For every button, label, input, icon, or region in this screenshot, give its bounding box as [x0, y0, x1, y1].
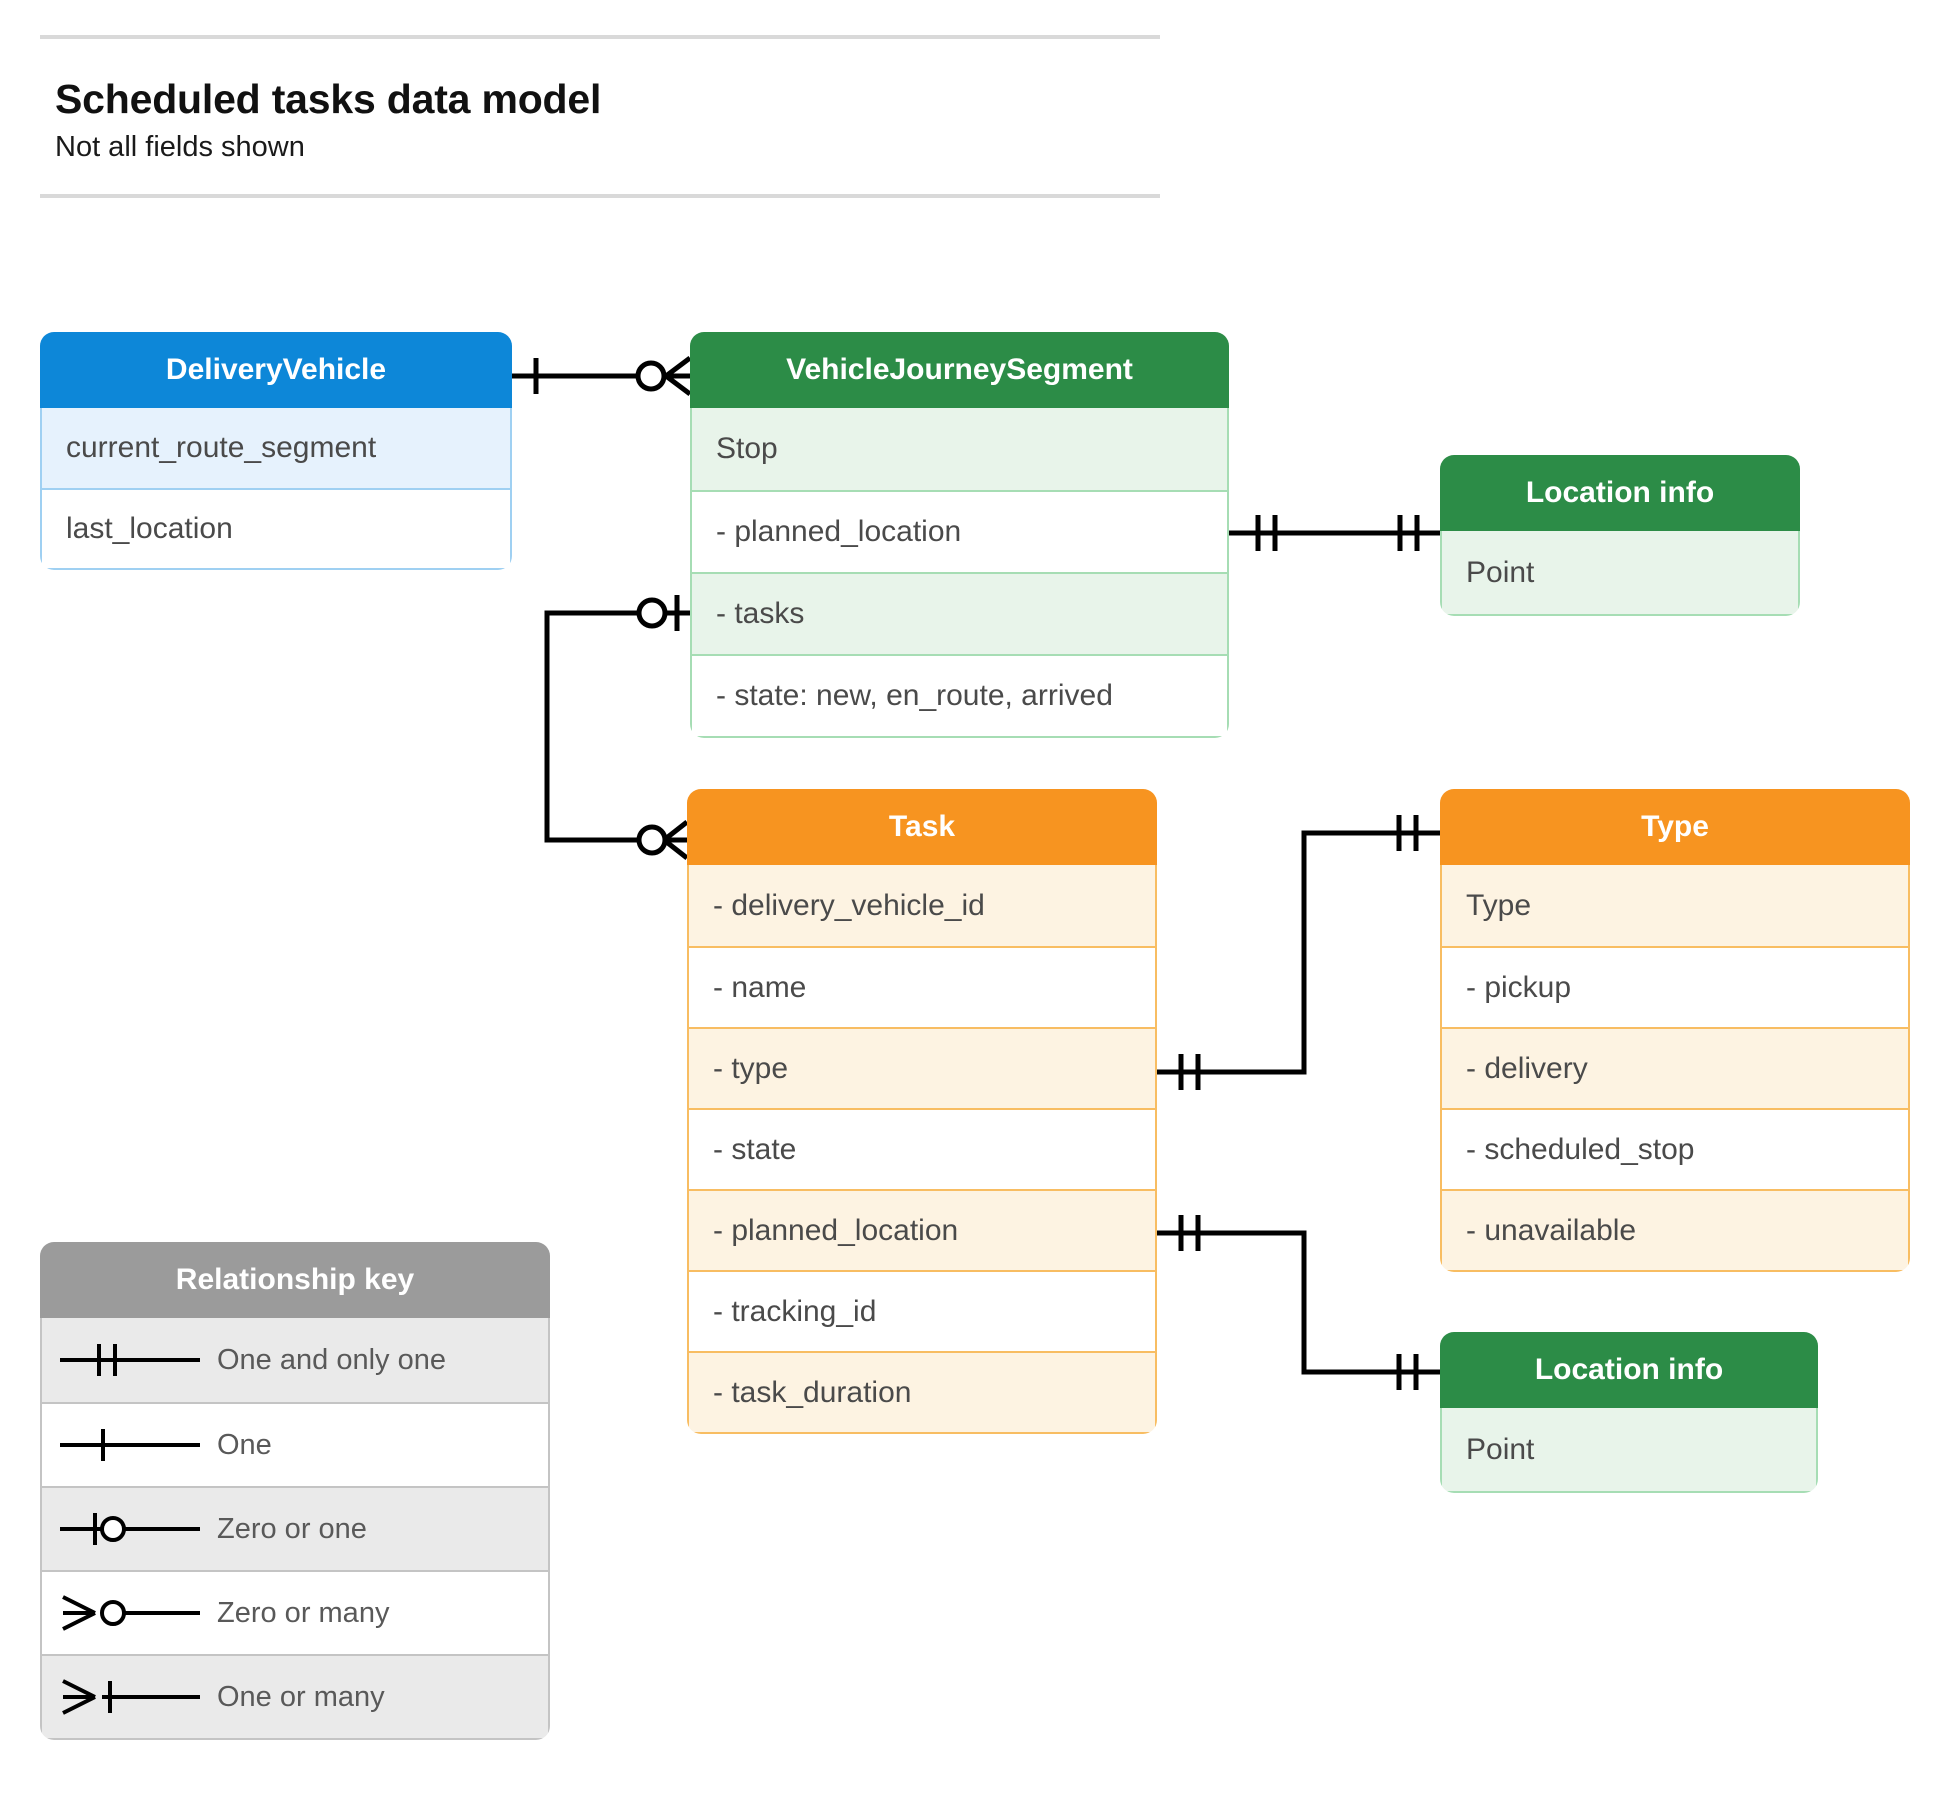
field-row: Point	[1442, 531, 1798, 614]
legend-item: Zero or one	[42, 1486, 548, 1570]
field-row: - delivery_vehicle_id	[689, 865, 1155, 946]
legend-item: One and only one	[42, 1318, 548, 1402]
entity-title-location-info-top: Location info	[1440, 455, 1800, 531]
one-and-only-one-icon	[42, 1338, 217, 1382]
entity-task[interactable]: Task - delivery_vehicle_id - name - type…	[687, 789, 1157, 1434]
entity-title-task: Task	[687, 789, 1157, 865]
connector-vjs-plannedlocation-locationinfo	[1229, 515, 1440, 551]
field-row: - planned_location	[692, 490, 1227, 572]
legend-item-label: Zero or many	[217, 1596, 390, 1629]
field-row: - pickup	[1442, 946, 1908, 1027]
entity-title-type: Type	[1440, 789, 1910, 865]
header-rule-bottom	[40, 194, 1160, 199]
entity-delivery-vehicle[interactable]: DeliveryVehicle current_route_segment la…	[40, 332, 512, 570]
legend-item: One	[42, 1402, 548, 1486]
field-row: - name	[689, 946, 1155, 1027]
connector-deliveryvehicle-vehiclejourneysegment	[512, 356, 692, 396]
zero-or-one-icon	[42, 1507, 217, 1551]
legend-item-label: Zero or one	[217, 1512, 367, 1545]
field-row: - task_duration	[689, 1351, 1155, 1432]
legend-title: Relationship key	[40, 1242, 550, 1318]
field-row: - state: new, en_route, arrived	[692, 654, 1227, 736]
page-subtitle: Not all fields shown	[55, 130, 305, 163]
field-row: Point	[1442, 1408, 1816, 1491]
field-row: current_route_segment	[42, 408, 510, 488]
field-row: - type	[689, 1027, 1155, 1108]
field-row: - tasks	[692, 572, 1227, 654]
legend-item-label: One	[217, 1428, 272, 1461]
entity-location-info-bottom[interactable]: Location info Point	[1440, 1332, 1818, 1493]
header-rule-top	[40, 35, 1160, 39]
field-row: last_location	[42, 488, 510, 568]
one-or-many-icon	[42, 1675, 217, 1719]
field-row: - unavailable	[1442, 1189, 1908, 1270]
field-row: Type	[1442, 865, 1908, 946]
connector-task-plannedlocation-locationinfo	[1157, 1215, 1440, 1390]
field-row: Stop	[692, 408, 1227, 490]
entity-title-location-info-bottom: Location info	[1440, 1332, 1818, 1408]
field-row: - tracking_id	[689, 1270, 1155, 1351]
field-row: - planned_location	[689, 1189, 1155, 1270]
zero-or-many-icon	[42, 1591, 217, 1635]
entity-title-vehicle-journey-segment: VehicleJourneySegment	[690, 332, 1229, 408]
one-icon	[42, 1423, 217, 1467]
legend-relationship-key[interactable]: Relationship key One and only one	[40, 1242, 550, 1740]
document-header: Scheduled tasks data model Not all field…	[40, 35, 1160, 199]
field-row: - scheduled_stop	[1442, 1108, 1908, 1189]
page-title: Scheduled tasks data model	[55, 76, 602, 122]
field-row: - delivery	[1442, 1027, 1908, 1108]
legend-item: Zero or many	[42, 1570, 548, 1654]
legend-item-label: One or many	[217, 1680, 385, 1713]
entity-location-info-top[interactable]: Location info Point	[1440, 455, 1800, 616]
connector-task-type-type	[1157, 815, 1440, 1090]
field-row: - state	[689, 1108, 1155, 1189]
entity-vehicle-journey-segment[interactable]: VehicleJourneySegment Stop - planned_loc…	[690, 332, 1229, 738]
legend-item: One or many	[42, 1654, 548, 1738]
legend-item-label: One and only one	[217, 1343, 446, 1376]
connector-vjs-tasks-task	[544, 595, 690, 860]
entity-title-delivery-vehicle: DeliveryVehicle	[40, 332, 512, 408]
entity-type[interactable]: Type Type - pickup - delivery - schedule…	[1440, 789, 1910, 1272]
